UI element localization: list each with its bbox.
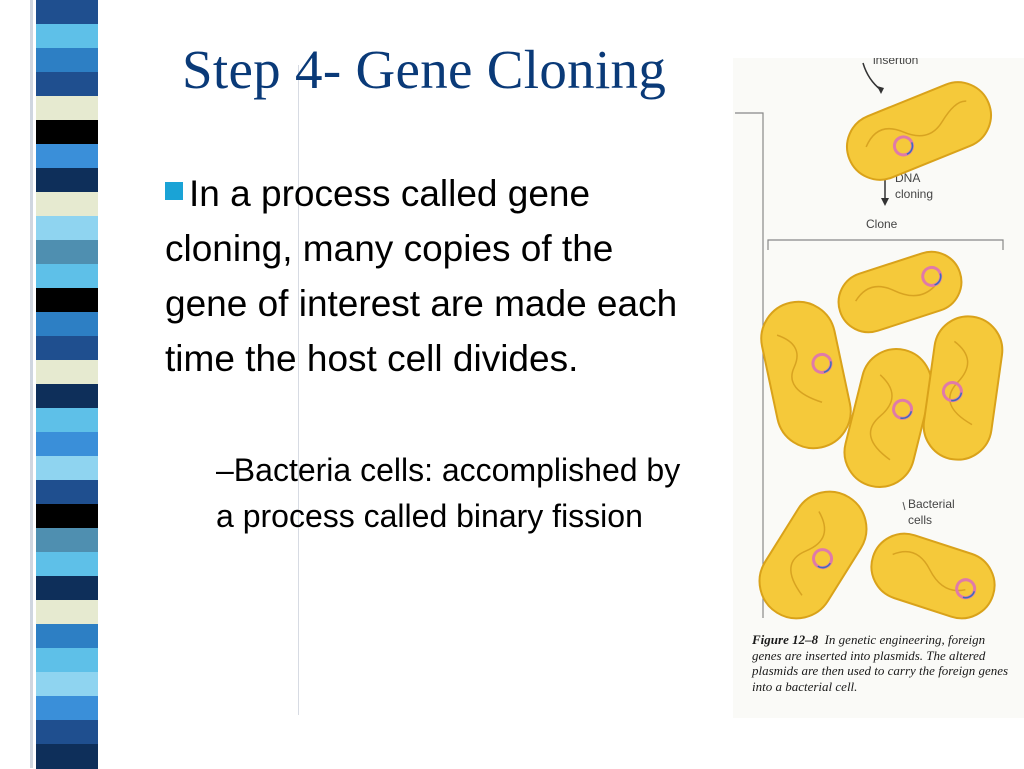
stripe-segment xyxy=(36,624,98,649)
stripe-segment xyxy=(36,744,98,769)
figure-illustration: insertion DNA cloning Clone Bacterial ce… xyxy=(733,58,1024,718)
decorative-stripe-band xyxy=(0,0,115,769)
bullet-text: In a process called gene cloning, many c… xyxy=(165,173,678,379)
stripe-segment xyxy=(36,552,98,577)
stripe-segment xyxy=(36,456,98,481)
stripe-segment xyxy=(36,96,98,121)
stripe-segment xyxy=(36,312,98,337)
stripe-segment xyxy=(36,504,98,529)
label-bacterial: Bacterial xyxy=(908,497,955,511)
stripe-segment xyxy=(36,144,98,169)
stripe-segment xyxy=(36,648,98,673)
bacterial-cell-6 xyxy=(758,490,868,620)
stripe-segment xyxy=(36,72,98,97)
stripe-segment xyxy=(36,216,98,241)
label-cloning: cloning xyxy=(895,187,933,201)
bacterial-cell-5 xyxy=(922,315,1004,461)
bullet-item: In a process called gene cloning, many c… xyxy=(165,166,695,386)
stripe-segment xyxy=(36,336,98,361)
stripe-segment xyxy=(36,48,98,73)
stripe-segment xyxy=(36,168,98,193)
stripe-segment xyxy=(36,576,98,601)
label-cells: cells xyxy=(908,513,932,527)
stripe-segment xyxy=(36,600,98,625)
bacterial-cell-top xyxy=(846,81,992,181)
stripe-segment xyxy=(36,480,98,505)
bacterial-cell-3 xyxy=(760,300,852,450)
insertion-arrow-head xyxy=(877,86,884,94)
bacterial-cell-2 xyxy=(837,250,963,334)
figure-gene-cloning: insertion DNA cloning Clone Bacterial ce… xyxy=(733,58,1024,718)
stripe-segment xyxy=(36,24,98,49)
label-insertion: insertion xyxy=(873,58,918,67)
figure-caption-label: Figure 12–8 xyxy=(752,632,819,647)
figure-left-bracket xyxy=(735,112,764,618)
dna-cloning-arrow-head xyxy=(881,198,889,206)
stripe-segment xyxy=(36,0,98,25)
stripe-segment xyxy=(36,192,98,217)
stripe-column xyxy=(36,0,98,769)
sub-bullet-text: –Bacteria cells: accomplished by a proce… xyxy=(216,452,681,534)
figure-caption-text: In genetic engineering, foreign genes ar… xyxy=(752,632,1009,694)
stripe-segment xyxy=(36,696,98,721)
stripe-segment xyxy=(36,408,98,433)
bacterial-pointer xyxy=(902,501,906,511)
slide-title: Step 4- Gene Cloning xyxy=(182,39,667,100)
stripe-segment xyxy=(36,264,98,289)
bacterial-cell-4 xyxy=(843,348,933,488)
stripe-segment xyxy=(36,672,98,697)
stripe-segment xyxy=(36,384,98,409)
bacterial-cell-7 xyxy=(870,532,996,620)
sub-bullet-item: –Bacteria cells: accomplished by a proce… xyxy=(216,447,706,539)
stripe-segment xyxy=(36,120,98,145)
square-bullet-icon xyxy=(165,182,183,200)
stripe-segment xyxy=(36,240,98,265)
clone-bracket xyxy=(767,239,1004,250)
stripe-segment xyxy=(36,432,98,457)
stripe-segment xyxy=(36,360,98,385)
stripe-segment xyxy=(36,528,98,553)
stripe-segment xyxy=(36,720,98,745)
stripe-edge-line xyxy=(30,0,33,768)
guide-line xyxy=(298,65,299,715)
label-clone: Clone xyxy=(866,217,898,231)
figure-caption: Figure 12–8 In genetic engineering, fore… xyxy=(752,632,1012,694)
stripe-segment xyxy=(36,288,98,313)
